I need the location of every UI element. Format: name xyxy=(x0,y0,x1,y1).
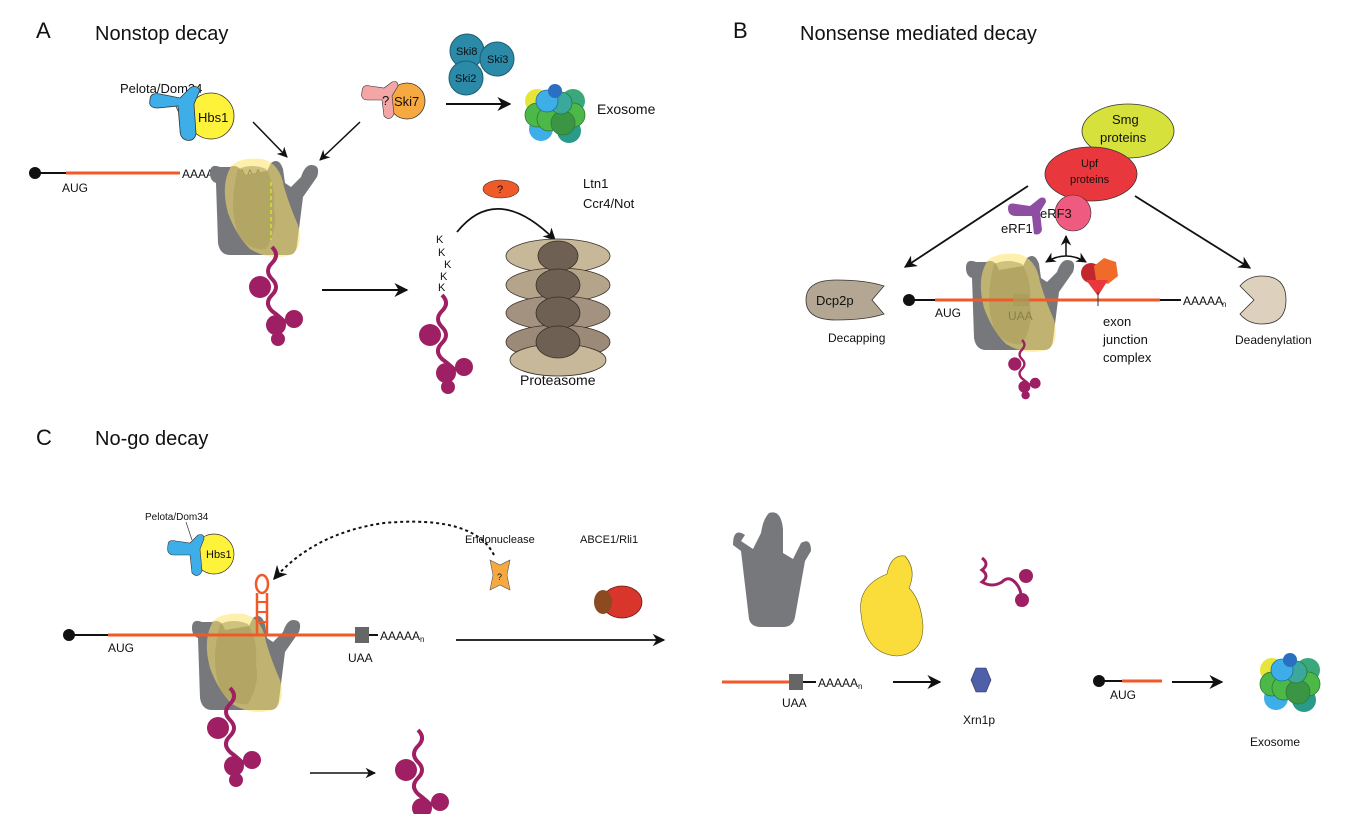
xrn1p-shape xyxy=(970,667,992,693)
ejc-label-2: junction xyxy=(1102,332,1148,347)
fragment-polya-subscript: n xyxy=(858,682,862,691)
panel-a-nonstop-decay: A Nonstop decay Pelota/Dom34 Hbs1 ? Ski7… xyxy=(29,18,656,396)
arrow-to-decapping xyxy=(903,185,1029,268)
no-go-mrna: AUG UAA AAAAA n xyxy=(63,627,424,665)
peptidyl-trna-icon xyxy=(979,556,1033,607)
polya-label: AAAAA xyxy=(1183,294,1223,308)
large-subunit-icon xyxy=(733,512,811,627)
panel-title: No-go decay xyxy=(95,428,208,450)
decapping-label: Decapping xyxy=(828,331,885,345)
dcp2p-shape xyxy=(805,279,885,321)
panel-title: Nonstop decay xyxy=(95,23,228,45)
upf-label: Upf xyxy=(1081,158,1099,170)
arrow-hbs1-to-ribosome xyxy=(252,121,288,158)
erf1-shape xyxy=(1008,197,1046,235)
aug-label: AUG xyxy=(935,306,961,320)
endonuclease-label: Endonuclease xyxy=(465,534,535,546)
deadenylation-label: Deadenylation xyxy=(1235,333,1312,347)
abce1-shape xyxy=(594,585,643,619)
lysine-label: K xyxy=(444,259,452,271)
hbs1-pelota-complex: Hbs1 xyxy=(149,86,235,141)
fragment-aug-label: AUG xyxy=(1110,688,1136,702)
ltn1-label: Ltn1 xyxy=(583,176,608,191)
unknown-ligase-label: ? xyxy=(497,184,503,196)
panel-letter: C xyxy=(36,425,52,450)
5-prime-fragment: AUG xyxy=(1093,675,1162,702)
exosome-label: Exosome xyxy=(1250,735,1300,749)
abce1-label: ABCE1/Rli1 xyxy=(580,534,638,546)
nascent-peptide-icon xyxy=(247,245,305,348)
smg-label: Smg xyxy=(1112,112,1139,127)
unknown-ligase-shape xyxy=(482,179,520,199)
ski7-complex: ? Ski7 xyxy=(361,81,426,120)
lysine-label: K xyxy=(438,282,446,294)
upf-proteins-shape xyxy=(1044,146,1138,202)
endonuclease-unknown-label: ? xyxy=(497,572,502,582)
nmd-mrna: AUG UAA AAAAA n xyxy=(903,294,1226,323)
upf-label-2: proteins xyxy=(1070,174,1110,186)
ski8-label: Ski8 xyxy=(456,46,477,58)
smg-label-2: proteins xyxy=(1100,130,1147,145)
ski3-label: Ski3 xyxy=(487,54,508,66)
stem-loop xyxy=(254,573,270,635)
ccr4-label: Ccr4/Not xyxy=(583,196,635,211)
panel-letter: A xyxy=(36,18,51,43)
deadenylase-shape xyxy=(1239,275,1287,325)
lysine-label: K xyxy=(438,247,446,259)
panel-letter: B xyxy=(733,18,748,43)
ski7-label: Ski7 xyxy=(394,94,419,109)
proteasome-label: Proteasome xyxy=(520,372,596,388)
pelota-shape xyxy=(149,86,201,141)
exosome-label: Exosome xyxy=(597,101,656,117)
released-peptide-icon xyxy=(393,728,451,814)
ski-complex: Ski8 Ski3 Ski2 xyxy=(448,33,515,96)
polya-subscript: n xyxy=(420,635,424,644)
erf3-label: eRF3 xyxy=(1040,206,1072,221)
fragment-uaa-label: UAA xyxy=(782,696,807,710)
aug-label: AUG xyxy=(62,181,88,195)
ski2-label: Ski2 xyxy=(455,73,476,85)
exosome-icon xyxy=(1259,652,1321,713)
panel-b-nmd: B Nonsense mediated decay Smg proteins U… xyxy=(733,18,1312,401)
hbs1-pelota-complex: Hbs1 xyxy=(167,533,235,576)
ejc-shape xyxy=(1081,258,1118,306)
ejc-label-3: complex xyxy=(1103,350,1152,365)
uaa-label: UAA xyxy=(1008,309,1033,323)
lysine-label: K xyxy=(440,271,448,283)
xrn1p-label: Xrn1p xyxy=(963,713,995,727)
arrow-to-proteasome xyxy=(456,208,556,241)
proteasome-icon xyxy=(505,238,611,377)
uaa-label: UAA xyxy=(348,651,373,665)
ski7-unknown-label: ? xyxy=(382,93,389,108)
pelota-label: Pelota/Dom34 xyxy=(145,512,209,523)
lysine-chain: K K K K K xyxy=(436,234,452,294)
pelota-label: Pelota/Dom34 xyxy=(120,81,202,96)
arrow-ski7-to-ribosome xyxy=(319,121,361,161)
lysine-label: K xyxy=(436,234,444,246)
panel-c-no-go-decay: C No-go decay Pelota/Dom34 Hbs1 AUG UAA xyxy=(36,425,1321,814)
aug-label: AUG xyxy=(108,641,134,655)
fragment-polya-label: AAAAA xyxy=(818,676,858,690)
polya-subscript: n xyxy=(1222,300,1226,309)
arrow-to-deadenylation xyxy=(1134,195,1252,269)
hbs1-label: Hbs1 xyxy=(198,110,228,125)
panel-title: Nonsense mediated decay xyxy=(800,23,1037,45)
ejc-label-1: exon xyxy=(1103,314,1131,329)
exosome-icon xyxy=(524,83,586,144)
dashed-arrow-endonuclease xyxy=(273,520,495,581)
endonuclease-shape xyxy=(489,559,511,591)
ribosome-icon xyxy=(192,613,301,712)
3-prime-fragment: AAAAA n UAA xyxy=(722,674,862,710)
ubiquitinated-peptide-icon xyxy=(417,293,475,396)
ribosome-icon xyxy=(210,158,319,257)
hbs1-label: Hbs1 xyxy=(206,549,232,561)
small-subunit-icon xyxy=(860,555,924,657)
erf3-shape xyxy=(1054,194,1092,232)
polya-label: AAAAA xyxy=(380,629,420,643)
erf1-label: eRF1 xyxy=(1001,221,1033,236)
dcp2p-label: Dcp2p xyxy=(816,293,854,308)
